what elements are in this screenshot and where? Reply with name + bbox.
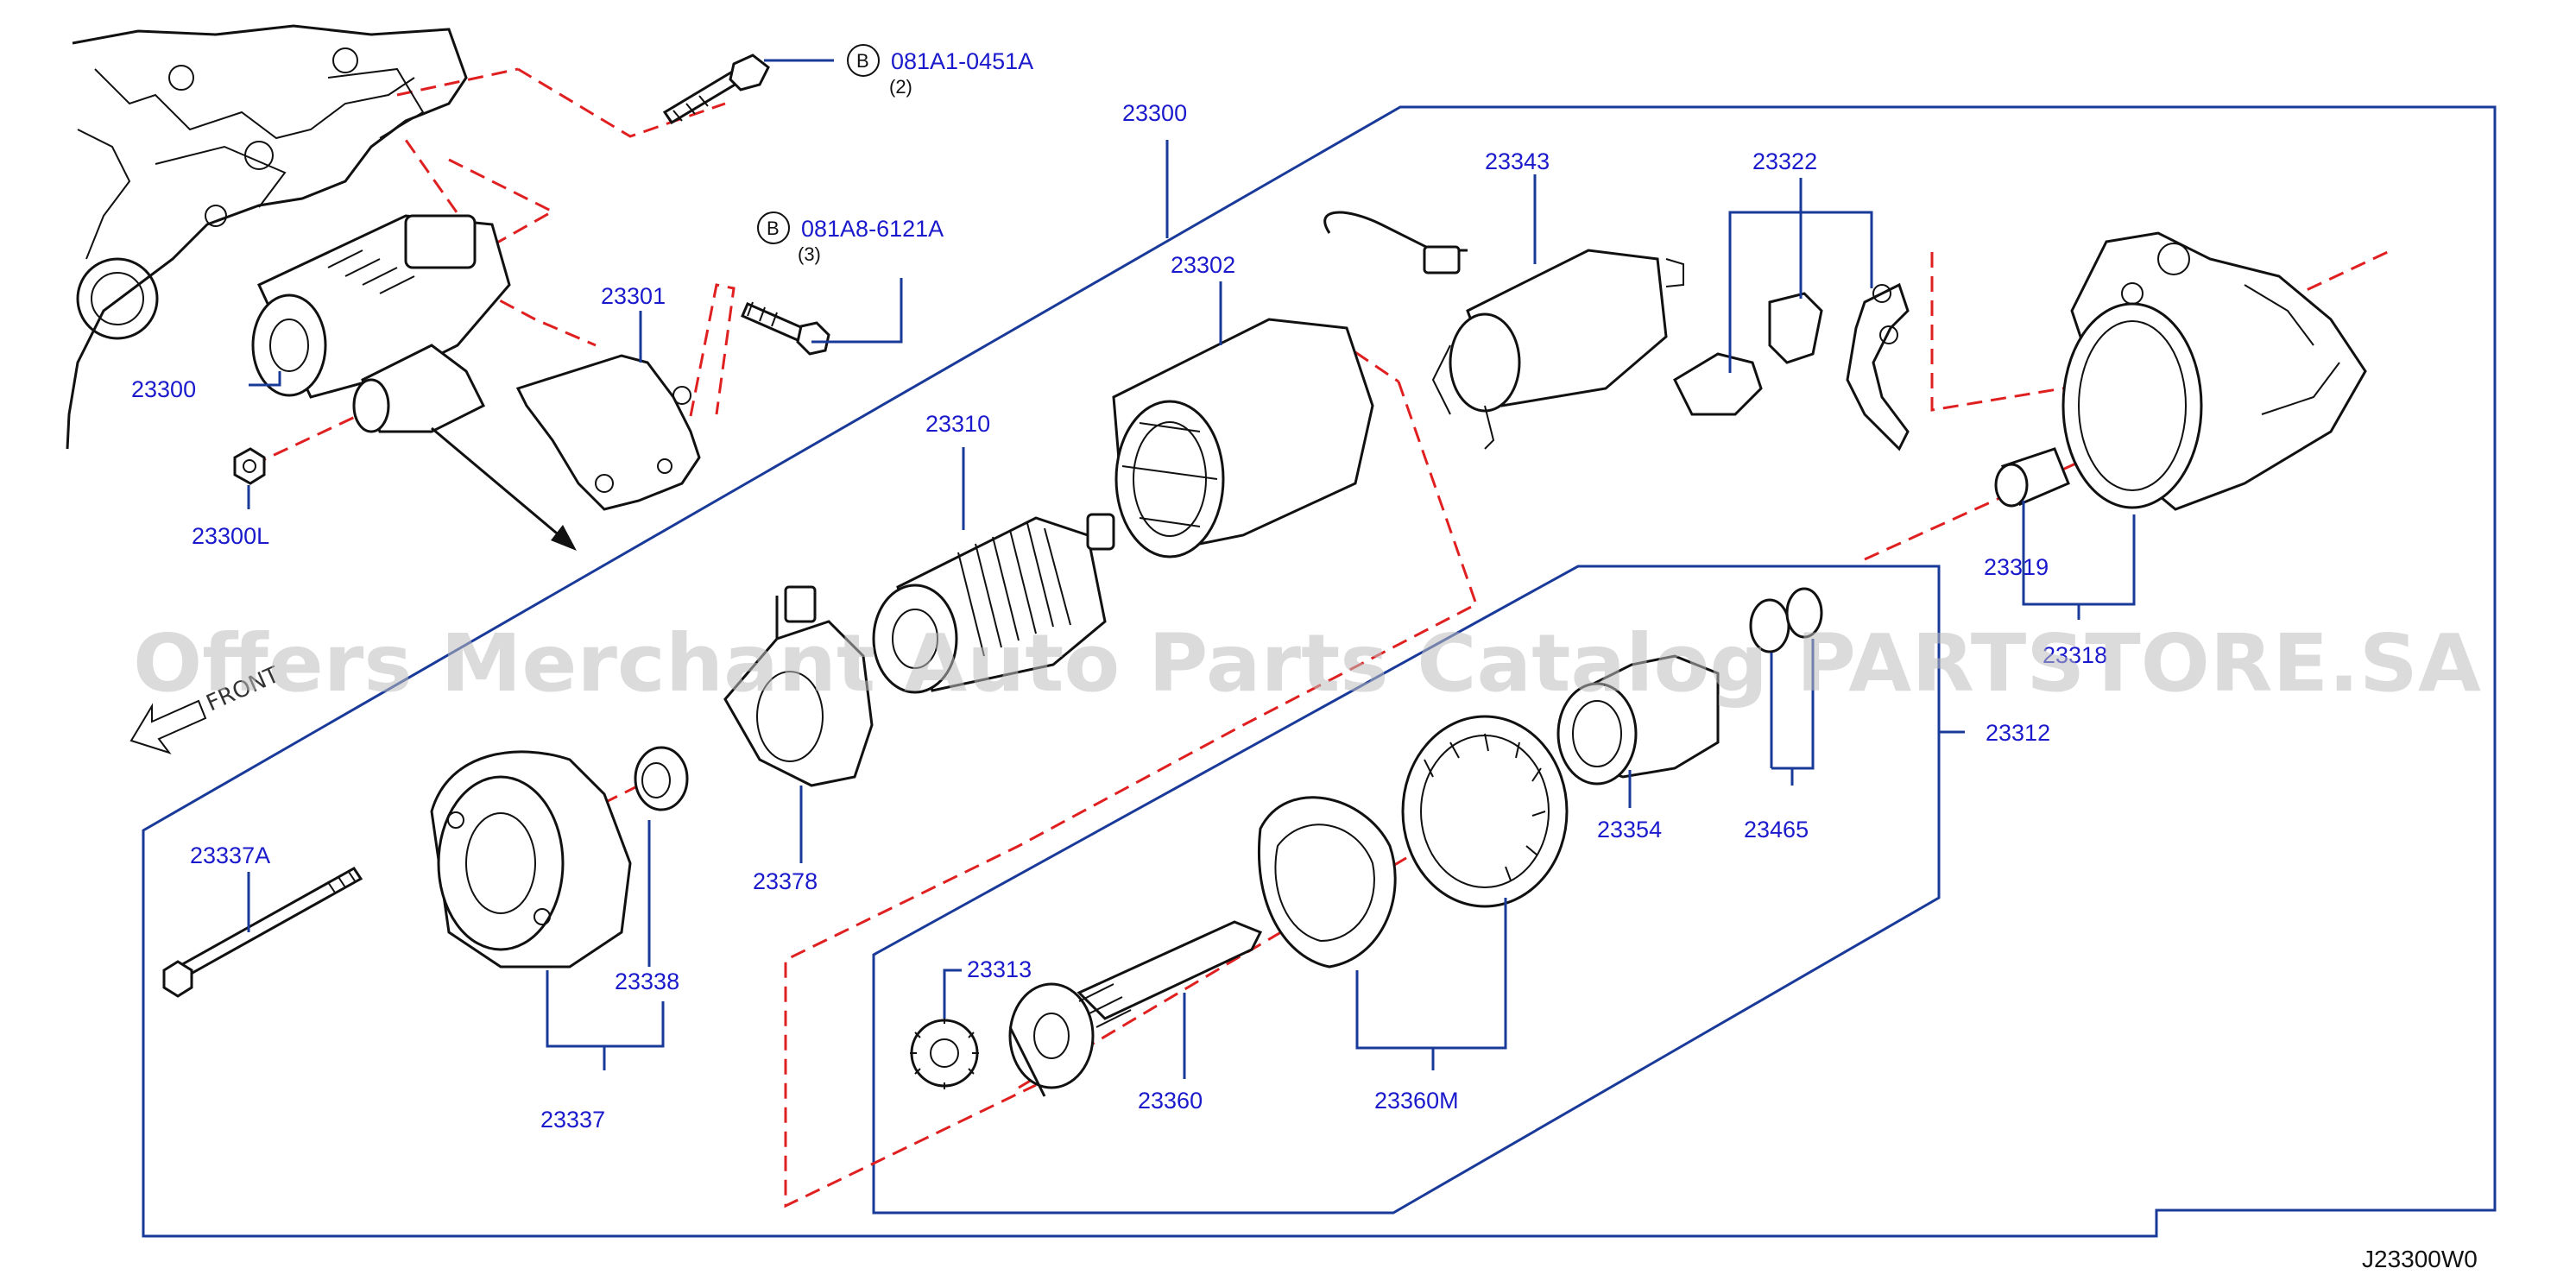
brush-holder-23378 xyxy=(723,585,874,787)
assembly-frame-23300 xyxy=(142,105,2497,1238)
label-23318: 23318 xyxy=(2042,642,2107,668)
label-23300-top: 23300 xyxy=(1122,100,1187,126)
diagram-code: J23300W0 xyxy=(2362,1246,2478,1272)
through-bolt-23337A xyxy=(162,867,363,998)
pinion-shaft-23360 xyxy=(1008,920,1263,1097)
direction-arrow xyxy=(431,426,577,551)
label-23354: 23354 xyxy=(1597,817,1662,842)
label-leader-lines xyxy=(247,59,2136,1079)
bracket-23301 xyxy=(515,354,701,511)
part-number-labels: 23300 23300 23300L 23301 23302 23310 233… xyxy=(131,100,2107,1133)
bearing-23338 xyxy=(634,746,689,811)
rear-cover-23337 xyxy=(430,750,632,969)
label-23337A: 23337A xyxy=(190,842,270,868)
bolt-081A8-6121A xyxy=(741,301,830,356)
engine-block-illustration xyxy=(66,24,468,450)
label-23338: 23338 xyxy=(615,969,679,994)
label-23378: 23378 xyxy=(753,868,818,894)
pinion-gear-23354 xyxy=(1556,654,1720,786)
label-23313: 23313 xyxy=(967,956,1032,982)
front-housing-23318 xyxy=(2061,231,2367,511)
label-23322: 23322 xyxy=(1752,148,1817,174)
yoke-23302 xyxy=(1112,318,1374,558)
bolt-callout-letter: B xyxy=(767,218,780,239)
label-23312: 23312 xyxy=(1986,720,2050,746)
armature-23310 xyxy=(872,513,1115,694)
bolt-081A1-0451A xyxy=(662,54,770,125)
assembly-frame-23312 xyxy=(872,565,1941,1215)
snap-rings-23465 xyxy=(1749,587,1823,653)
label-23343: 23343 xyxy=(1485,148,1550,174)
label-23360: 23360 xyxy=(1138,1088,1203,1114)
bushing-23319 xyxy=(1994,447,2070,508)
bolt-callout-2: B 081A8-6121A (3) xyxy=(757,211,944,265)
watermark-text: Offers Merchant Auto Parts Catalog PARTS… xyxy=(133,617,2481,710)
bolt-callout-circle xyxy=(757,211,790,244)
starter-motor-assembly xyxy=(251,214,511,433)
bolt-callout-letter: B xyxy=(856,50,869,72)
label-23301: 23301 xyxy=(601,283,666,309)
planet-gear-23313 xyxy=(910,1017,979,1089)
bolt-callout-part-number: 081A8-6121A xyxy=(801,216,944,242)
bolt-callout-circle xyxy=(847,44,880,77)
internal-gear-23360M xyxy=(1258,715,1569,969)
bolt-callout-part-number: 081A1-0451A xyxy=(891,48,1033,74)
label-23360M: 23360M xyxy=(1374,1088,1459,1114)
label-23337: 23337 xyxy=(540,1107,605,1133)
nut-23300L xyxy=(233,447,266,485)
label-23310: 23310 xyxy=(925,411,990,437)
label-23465: 23465 xyxy=(1744,817,1809,842)
label-23302: 23302 xyxy=(1171,252,1235,278)
solenoid-23343 xyxy=(1323,211,1684,450)
bolt-callout-1: B 081A1-0451A (2) xyxy=(847,44,1033,98)
label-23319: 23319 xyxy=(1984,554,2049,580)
label-23300L: 23300L xyxy=(192,523,269,549)
label-23300-left: 23300 xyxy=(131,376,196,402)
bolt-callout-qty: (2) xyxy=(889,76,912,98)
shift-lever-parts-23322 xyxy=(1673,282,1910,451)
bolt-callout-qty: (3) xyxy=(798,243,821,265)
